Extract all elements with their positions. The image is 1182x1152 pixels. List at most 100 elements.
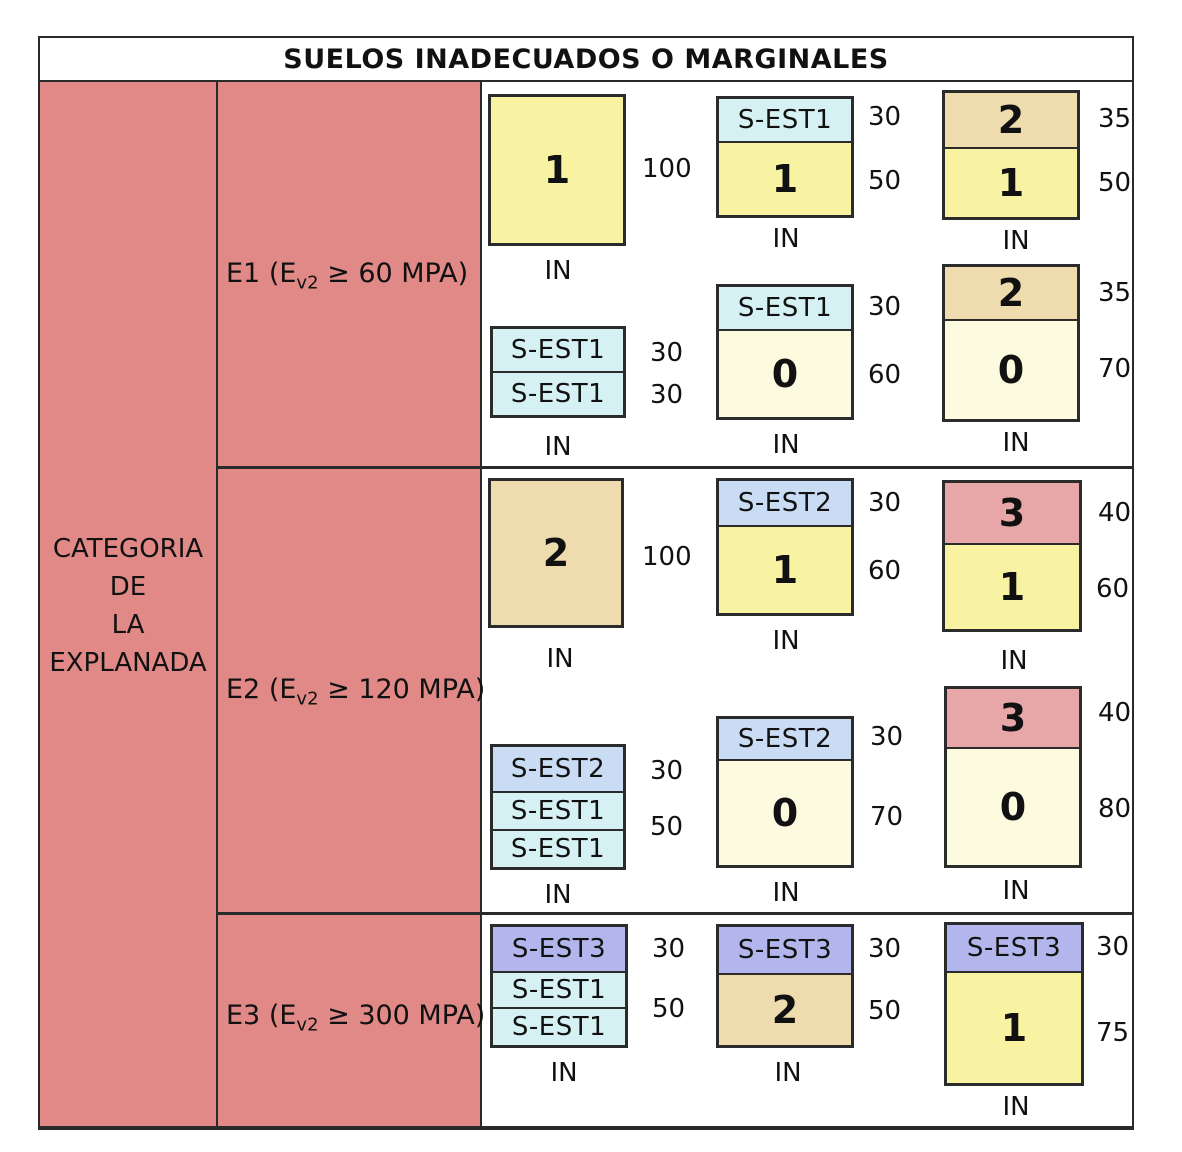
soil-layer: 1	[947, 973, 1081, 1083]
subgrade-label: IN	[544, 256, 572, 286]
subgrade-label: IN	[1002, 428, 1030, 458]
stabilized-layer: S-EST2	[719, 481, 851, 527]
layer-thickness: 70	[1098, 354, 1132, 384]
soil-layer: 2	[945, 93, 1077, 149]
subgrade-label: IN	[1002, 226, 1030, 256]
soil-layer: 1	[945, 149, 1077, 217]
layer-thickness: 30	[868, 488, 902, 518]
soil-layer: 2	[719, 975, 851, 1045]
layer-thickness: 30	[652, 934, 686, 964]
soil-layer: 1	[491, 97, 623, 243]
row-label-text: E1 (Ev2 ≥ 60 MPA)	[226, 258, 468, 293]
soil-layer: 3	[947, 689, 1079, 749]
layer-thickness: 30	[650, 338, 684, 368]
category-label: CATEGORIA DE LA EXPLANADA	[40, 530, 216, 682]
layer-thickness: 40	[1098, 698, 1132, 728]
bottom-border	[38, 1128, 1134, 1130]
category-label-line: DE	[109, 572, 147, 602]
pavement-section: S-EST2 S-EST1 S-EST1	[490, 744, 626, 870]
subgrade-label: IN	[550, 1058, 578, 1088]
layer-thickness: 40	[1098, 498, 1132, 528]
layer-thickness: 30	[650, 756, 684, 786]
stabilized-layer: S-EST2	[493, 747, 623, 793]
row-label-pre: E3 (E	[226, 1000, 297, 1031]
pavement-section: S-EST1 0	[716, 284, 854, 420]
pavement-section: S-EST2 0	[716, 716, 854, 868]
pavement-section: 3 1	[942, 480, 1082, 632]
soil-layer: 0	[947, 749, 1079, 865]
stabilized-layer: S-EST1	[493, 973, 625, 1009]
stabilized-layer: S-EST1	[493, 831, 623, 867]
pavement-section: 1	[488, 94, 626, 246]
pavement-section: S-EST3 S-EST1 S-EST1	[490, 924, 628, 1048]
stabilized-layer: S-EST1	[719, 287, 851, 331]
pavement-section: 2	[488, 478, 624, 628]
layer-thickness: 75	[1096, 1018, 1130, 1048]
soil-layer: 0	[719, 331, 851, 417]
soil-layer: 1	[945, 545, 1079, 629]
layer-thickness: 50	[652, 994, 686, 1024]
layer-thickness: 30	[868, 102, 902, 132]
stabilized-layer: S-EST1	[493, 373, 623, 415]
layer-thickness: 35	[1098, 104, 1132, 134]
row-label-sub: v2	[296, 1014, 319, 1036]
subgrade-label: IN	[772, 430, 800, 460]
subgrade-label: IN	[544, 880, 572, 910]
stabilized-layer: S-EST3	[719, 927, 851, 975]
row-label-text: E2 (Ev2 ≥ 120 MPA)	[226, 674, 485, 709]
pavement-section: 3 0	[944, 686, 1082, 868]
stabilized-layer: S-EST1	[719, 99, 851, 143]
row-divider	[218, 466, 1134, 469]
category-label-line: CATEGORIA	[52, 534, 204, 564]
soil-layer: 0	[945, 321, 1077, 419]
row-label-sub: v2	[296, 688, 319, 710]
pavement-section: S-EST1 1	[716, 96, 854, 218]
stabilized-layer: S-EST1	[493, 793, 623, 831]
subgrade-label: IN	[546, 644, 574, 674]
layer-thickness: 100	[642, 154, 692, 184]
row-label-pre: E2 (E	[226, 674, 297, 705]
layer-thickness: 50	[1098, 168, 1132, 198]
row-label-post: ≥ 60 MPA)	[318, 258, 469, 289]
row-label-pre: E1 (E	[226, 258, 297, 289]
subgrade-label: IN	[544, 432, 572, 462]
row-label-e2: E2 (Ev2 ≥ 120 MPA)	[218, 468, 485, 914]
soil-layer: 2	[945, 267, 1077, 321]
stabilized-layer: S-EST3	[947, 925, 1081, 973]
layer-thickness: 30	[868, 292, 902, 322]
pavement-section: 2 0	[942, 264, 1080, 422]
soil-layer: 0	[719, 761, 851, 865]
layer-thickness: 100	[642, 542, 692, 572]
pavement-section: S-EST3 1	[944, 922, 1084, 1086]
row-label-sub: v2	[296, 272, 319, 294]
pavement-section: 2 1	[942, 90, 1080, 220]
pavement-section: S-EST3 2	[716, 924, 854, 1048]
soil-layer: 2	[491, 481, 621, 625]
layer-thickness: 30	[1096, 932, 1130, 962]
stabilized-layer: S-EST1	[493, 1009, 625, 1045]
row-label-e3: E3 (Ev2 ≥ 300 MPA)	[218, 914, 485, 1126]
layer-thickness: 60	[1096, 574, 1130, 604]
row-label-text: E3 (Ev2 ≥ 300 MPA)	[226, 1000, 485, 1035]
layer-thickness: 80	[1098, 794, 1132, 824]
layer-thickness: 50	[650, 812, 684, 842]
row-label-e1: E1 (Ev2 ≥ 60 MPA)	[218, 82, 482, 468]
category-column	[40, 82, 218, 1126]
layer-thickness: 50	[868, 996, 902, 1026]
layer-thickness: 70	[870, 802, 904, 832]
pavement-section: S-EST2 1	[716, 478, 854, 616]
subgrade-label: IN	[1000, 646, 1028, 676]
subgrade-label: IN	[772, 878, 800, 908]
layer-thickness: 60	[868, 556, 902, 586]
layer-thickness: 30	[870, 722, 904, 752]
stabilized-layer: S-EST1	[493, 329, 623, 373]
category-label-line: EXPLANADA	[49, 648, 207, 678]
category-label-line: LA	[111, 610, 145, 640]
layer-thickness: 35	[1098, 278, 1132, 308]
subgrade-label: IN	[772, 224, 800, 254]
row-divider	[218, 912, 1134, 915]
soil-layer: 1	[719, 143, 851, 215]
row-label-post: ≥ 120 MPA)	[318, 674, 486, 705]
layer-thickness: 30	[650, 380, 684, 410]
stabilized-layer: S-EST3	[493, 927, 625, 973]
